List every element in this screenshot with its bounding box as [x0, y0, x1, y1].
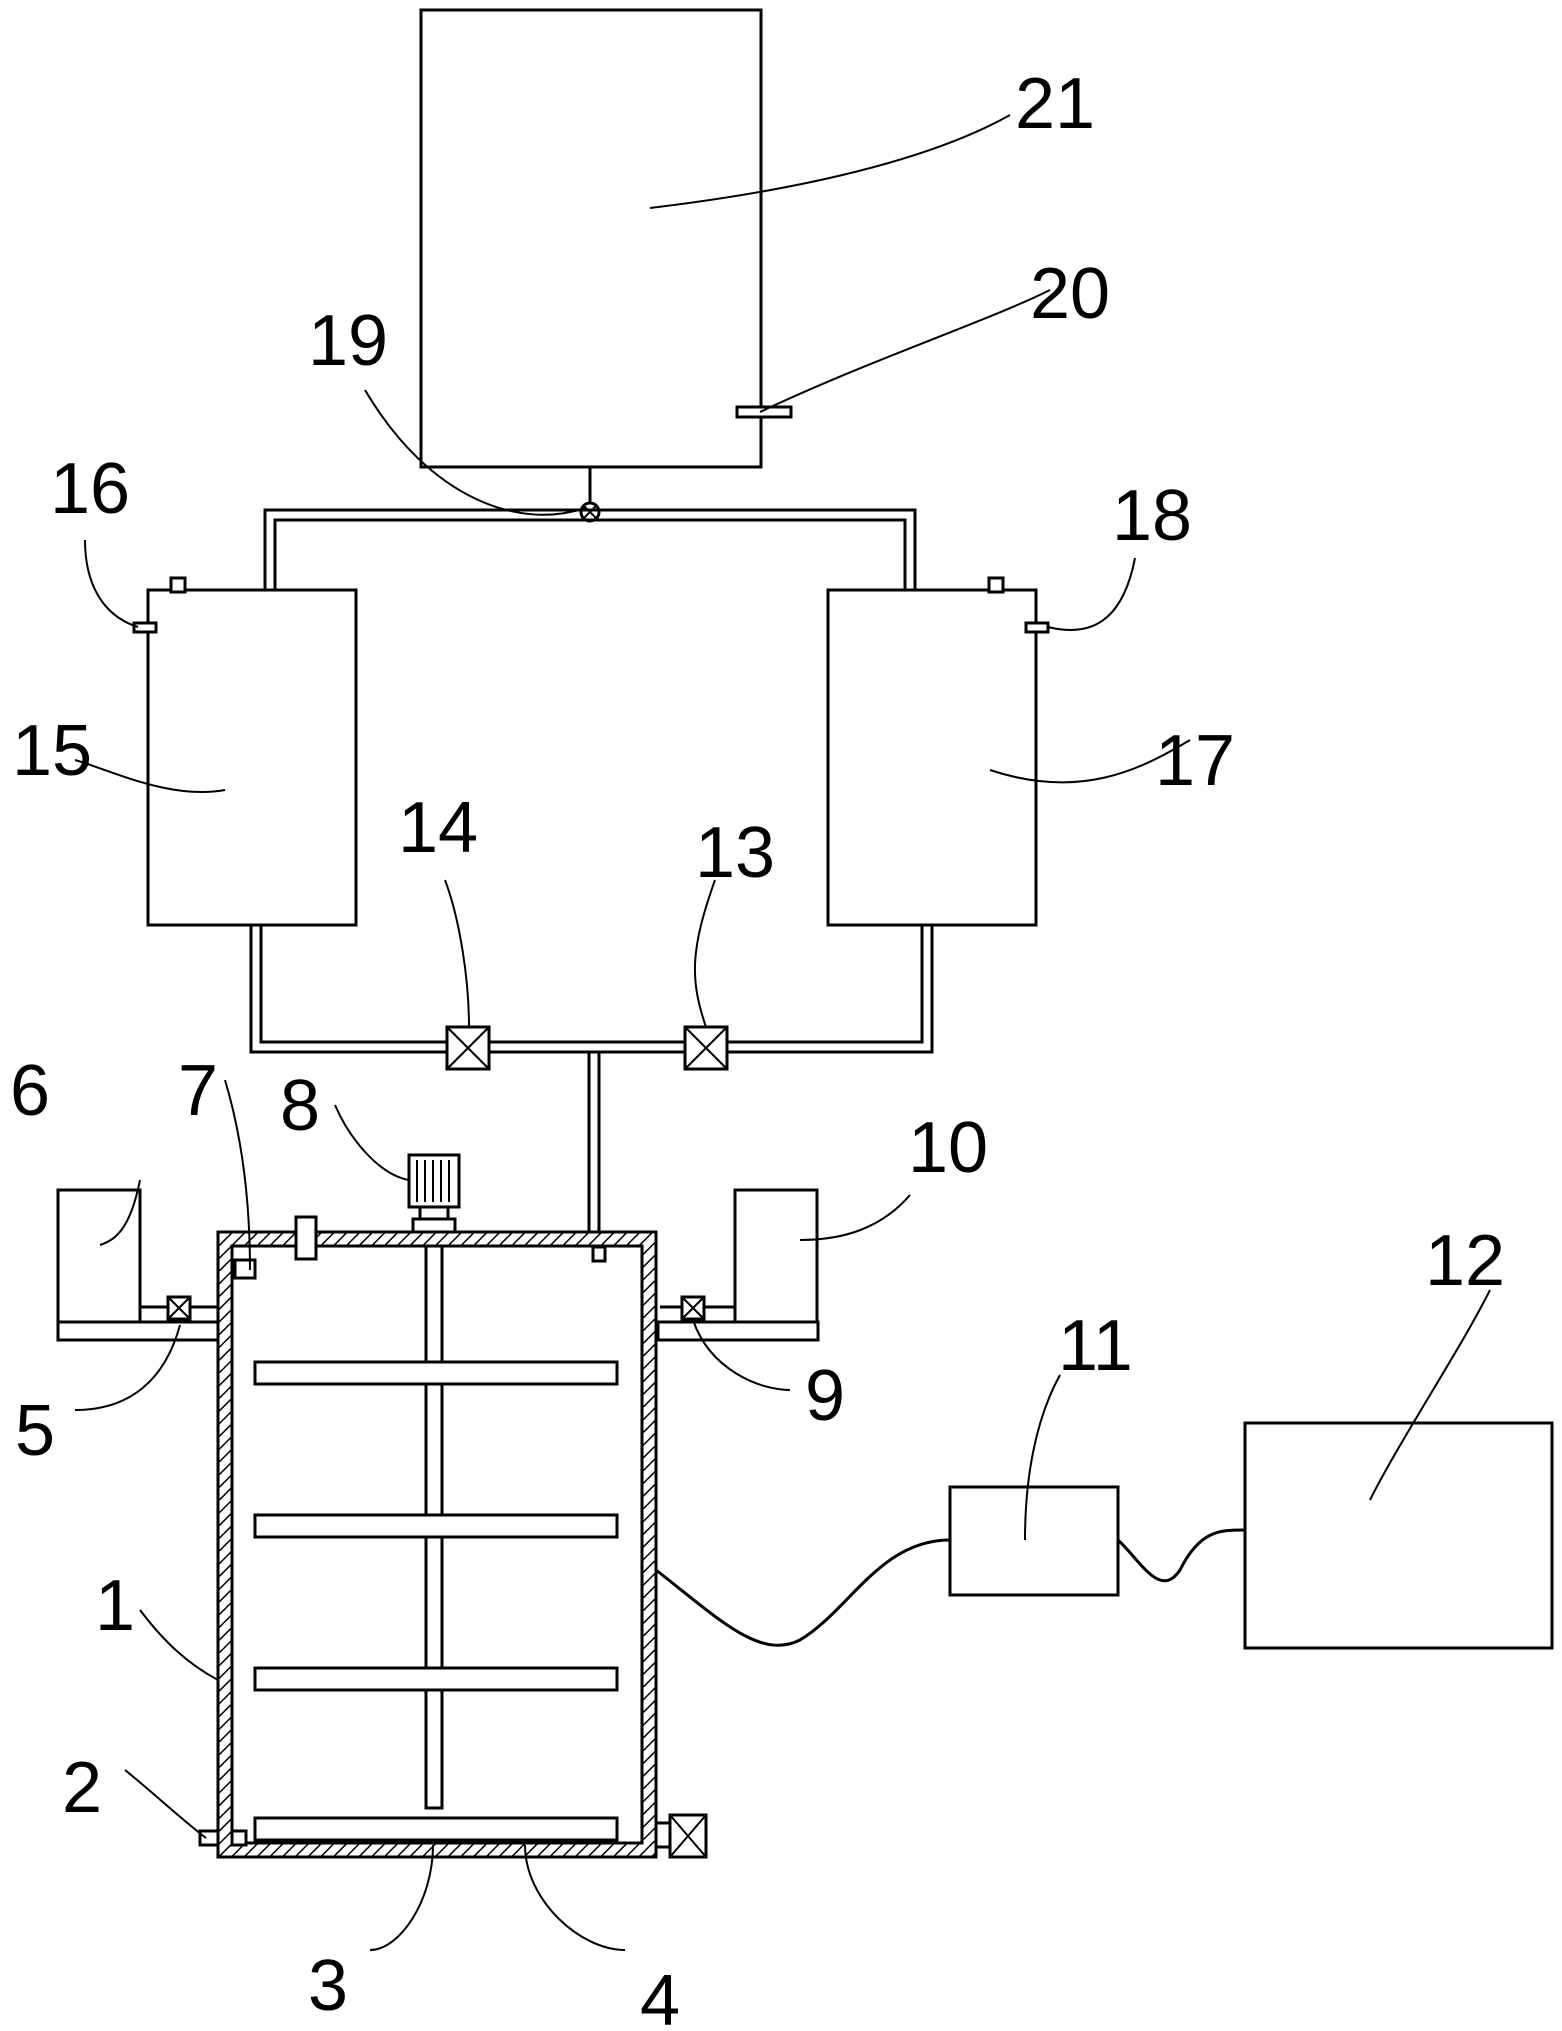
label-18: 18	[1112, 476, 1192, 556]
label-17: 17	[1155, 721, 1235, 801]
leader-lines	[74, 114, 1491, 1951]
label-1: 1	[95, 1566, 135, 1646]
reagent-box-6	[56, 1188, 142, 1324]
label-10: 10	[908, 1108, 988, 1188]
valve-5	[166, 1295, 192, 1321]
right-platform	[656, 1320, 820, 1342]
inlet-port-7	[233, 1258, 257, 1280]
label-19: 19	[308, 301, 388, 381]
sensor-16	[132, 621, 158, 634]
label-7: 7	[178, 1051, 218, 1131]
top-tank-21	[419, 8, 763, 469]
label-16: 16	[50, 449, 130, 529]
label-4: 4	[640, 1961, 680, 2031]
computer-12	[1243, 1421, 1554, 1650]
label-5: 5	[15, 1391, 55, 1471]
left-platform	[56, 1320, 220, 1342]
sensor-18	[1024, 621, 1050, 634]
valve-14	[445, 1025, 491, 1071]
signal-cable-vessel-controller	[655, 1538, 951, 1647]
left-tank-15	[146, 588, 358, 927]
lower-manifold-pipe	[249, 925, 934, 1232]
label-9: 9	[805, 1356, 845, 1436]
label-20: 20	[1030, 254, 1110, 334]
label-6: 6	[10, 1051, 50, 1131]
label-14: 14	[398, 788, 478, 868]
signal-cable-controller-computer	[1116, 1528, 1246, 1583]
label-8: 8	[280, 1066, 320, 1146]
label-2: 2	[62, 1748, 102, 1828]
stirring-blades	[253, 1360, 619, 1842]
sensor-2	[198, 1829, 220, 1847]
drain-valve	[654, 1813, 708, 1859]
motor-8	[407, 1153, 461, 1234]
label-12: 12	[1425, 1221, 1505, 1301]
reagent-box-10	[733, 1188, 819, 1324]
label-15: 15	[12, 711, 92, 791]
label-13: 13	[695, 813, 775, 893]
top-manifold-pipe	[263, 508, 917, 590]
label-3: 3	[308, 1946, 348, 2026]
level-gauge-20	[735, 405, 793, 419]
label-11: 11	[1058, 1306, 1133, 1386]
valve-9	[680, 1295, 706, 1321]
label-21: 21	[1015, 64, 1095, 144]
valve-13	[683, 1025, 729, 1071]
right-tank-17	[826, 588, 1038, 927]
controller-11	[948, 1485, 1120, 1597]
